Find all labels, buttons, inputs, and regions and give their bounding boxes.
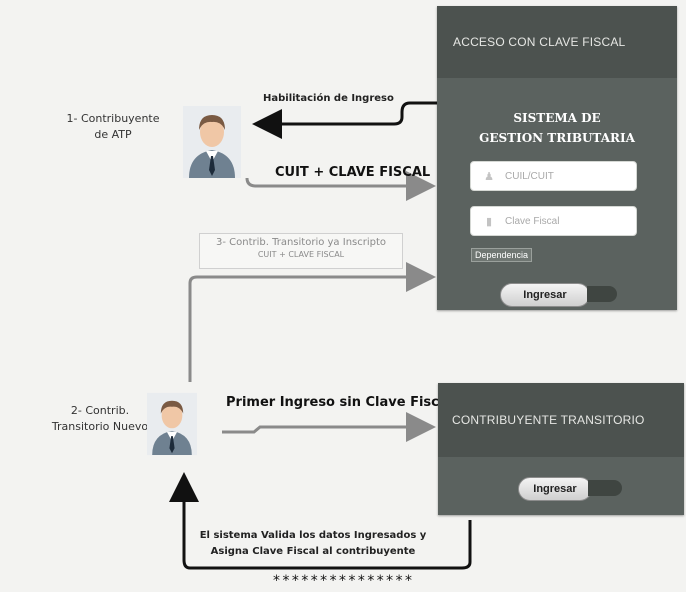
actor-nuevo-line2: Transitorio Nuevo [51,420,149,433]
flow-habilitacion-label: Habilitación de Ingreso [263,93,394,104]
login-submit-label: Ingresar [523,289,567,301]
flow-valida-label: El sistema Valida los datos Ingresados y… [198,528,428,560]
flow-cuit-clave-label: CUIT + CLAVE FISCAL [275,165,431,180]
actor-nuevo-label: 2- Contrib. Transitorio Nuevo [40,403,160,435]
footer-stars: *************** [272,573,414,589]
arrow-primer-ingreso [222,412,436,442]
actor-nuevo-line1: 2- Contrib. [70,404,130,417]
user-icon: ♟ [484,170,494,183]
cuil-cuit-field[interactable]: ♟ CUIL/CUIT [470,161,637,191]
arrow-cuit-clave [245,171,436,201]
flow-primer-ingreso-label: Primer Ingreso sin Clave Fiscal [226,395,453,410]
transitorio-submit-label: Ingresar [533,483,577,495]
actor-atp-line2: de ATP [94,128,132,141]
login-panel: ACCESO CON CLAVE FISCAL SISTEMA DE GESTI… [437,6,677,310]
dependencia-checkbox[interactable]: Dependencia [471,248,533,262]
person-avatar-icon [183,106,241,178]
flow-valida-line1: El sistema Valida los datos Ingresados y [199,530,427,541]
arrow-habilitacion [252,101,438,139]
actor-atp-line1: 1- Contribuyente [66,112,160,125]
transitorio-submit-button-tail[interactable] [588,480,622,496]
flow-inscripto-box: 3- Contrib. Transitorio ya Inscripto CUI… [199,233,403,269]
cuil-cuit-placeholder: CUIL/CUIT [505,170,554,182]
login-panel-title-line2: GESTION TRIBUTARIA [479,131,635,145]
login-panel-title-line1: SISTEMA DE [513,111,601,125]
flow-inscripto-line2: CUIT + CLAVE FISCAL [257,250,345,259]
flow-inscripto-line1: 3- Contrib. Transitorio ya Inscripto [215,237,387,248]
login-submit-button[interactable]: Ingresar [500,283,590,307]
clave-fiscal-field[interactable]: ▮ Clave Fiscal [470,206,637,236]
arrow-valida [169,472,472,570]
arrow-inscripto [188,262,436,382]
transitorio-submit-button[interactable]: Ingresar [518,477,592,501]
dependencia-label: Dependencia [475,250,529,260]
transitorio-panel-header: CONTRIBUYENTE TRANSITORIO [438,383,684,457]
actor-atp-label: 1- Contribuyente de ATP [50,111,176,143]
clave-fiscal-placeholder: Clave Fiscal [505,215,560,227]
flow-valida-line2: Asigna Clave Fiscal al contribuyente [210,546,416,557]
lock-icon: ▮ [485,215,493,228]
person-avatar-icon [147,392,197,456]
login-panel-header: ACCESO CON CLAVE FISCAL [437,6,677,78]
login-submit-button-tail[interactable] [587,286,617,302]
transitorio-panel: CONTRIBUYENTE TRANSITORIO Ingresar [438,383,684,515]
